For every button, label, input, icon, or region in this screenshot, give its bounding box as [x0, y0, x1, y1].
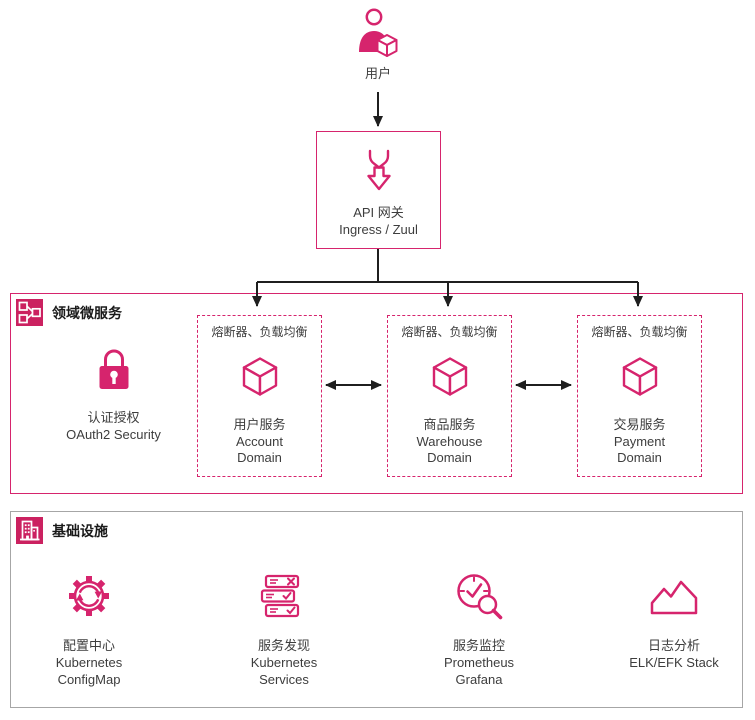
monitor-magnifier-icon	[454, 570, 504, 622]
infra-node-monitoring: 服务监控 Prometheus Grafana	[399, 570, 559, 688]
infra-label-en2: ConfigMap	[57, 672, 121, 687]
auth-label-cn: 认证授权	[87, 410, 140, 425]
infra-label-en2: Services	[259, 672, 309, 687]
infra-label-cn: 服务发现	[257, 638, 310, 653]
infra-label-en1: Prometheus	[443, 655, 515, 670]
service-label-en1: Warehouse	[416, 433, 483, 449]
domain-section-header: 领域微服务	[16, 299, 122, 326]
gateway-title: API 网关	[353, 205, 404, 220]
api-gateway-node: API 网关 Ingress / Zuul	[316, 131, 441, 249]
domain-section-title: 领域微服务	[52, 304, 122, 321]
service-box-payment: 熔断器、负载均衡 交易服务 Payment Domain	[577, 315, 702, 477]
microservices-icon	[16, 299, 43, 326]
mountain-chart-icon	[648, 570, 700, 622]
infra-label-cn: 日志分析	[647, 638, 700, 653]
service-label-cn: 用户服务	[233, 417, 286, 432]
service-label-en2: Domain	[427, 450, 472, 465]
service-list-icon	[259, 570, 309, 622]
infra-section: 基础设施	[10, 511, 743, 708]
gear-sync-icon	[64, 570, 114, 622]
circuit-breaker-label: 熔断器、负载均衡	[401, 325, 498, 339]
infra-label-en1: Kubernetes	[250, 655, 318, 670]
infra-node-service-discovery: 服务发现 Kubernetes Services	[204, 570, 364, 688]
user-node: 用户	[330, 6, 426, 82]
service-label-cn: 商品服务	[423, 417, 476, 432]
circuit-breaker-label: 熔断器、负载均衡	[591, 325, 688, 339]
user-icon	[359, 8, 398, 57]
auth-label-en: OAuth2 Security	[66, 427, 161, 442]
infra-node-log-analysis: 日志分析 ELK/EFK Stack	[594, 570, 754, 671]
service-label-en2: Domain	[617, 450, 662, 465]
auth-node: 认证授权 OAuth2 Security	[41, 344, 186, 443]
service-label-en1: Payment	[613, 433, 666, 449]
building-icon	[16, 517, 43, 544]
cube-icon	[427, 353, 473, 404]
service-label-en2: Domain	[237, 450, 282, 465]
gateway-icon	[366, 149, 391, 191]
infra-node-config-center: 配置中心 Kubernetes ConfigMap	[9, 570, 169, 688]
user-label: 用户	[364, 66, 391, 81]
circuit-breaker-label: 熔断器、负载均衡	[211, 325, 308, 339]
service-box-account: 熔断器、负载均衡 用户服务 Account Domain	[197, 315, 322, 477]
infra-label-cn: 服务监控	[452, 638, 505, 653]
lock-icon	[99, 349, 128, 389]
infra-section-title: 基础设施	[52, 522, 108, 539]
infra-label-cn: 配置中心	[62, 638, 115, 653]
cube-icon	[617, 353, 663, 404]
cube-icon	[237, 353, 283, 404]
domain-section: 领域微服务 认证授权 OAuth2 Security 熔断器、负载均衡	[10, 293, 743, 494]
service-label-cn: 交易服务	[613, 417, 666, 432]
infra-label-en1: ELK/EFK Stack	[629, 655, 719, 670]
service-label-en1: Account	[236, 433, 283, 449]
infra-label-en2: Grafana	[455, 672, 503, 687]
infra-label-en1: Kubernetes	[55, 655, 123, 670]
service-box-warehouse: 熔断器、负载均衡 商品服务 Warehouse Domain	[387, 315, 512, 477]
gateway-subtitle: Ingress / Zuul	[339, 222, 418, 237]
infra-section-header: 基础设施	[16, 517, 108, 544]
